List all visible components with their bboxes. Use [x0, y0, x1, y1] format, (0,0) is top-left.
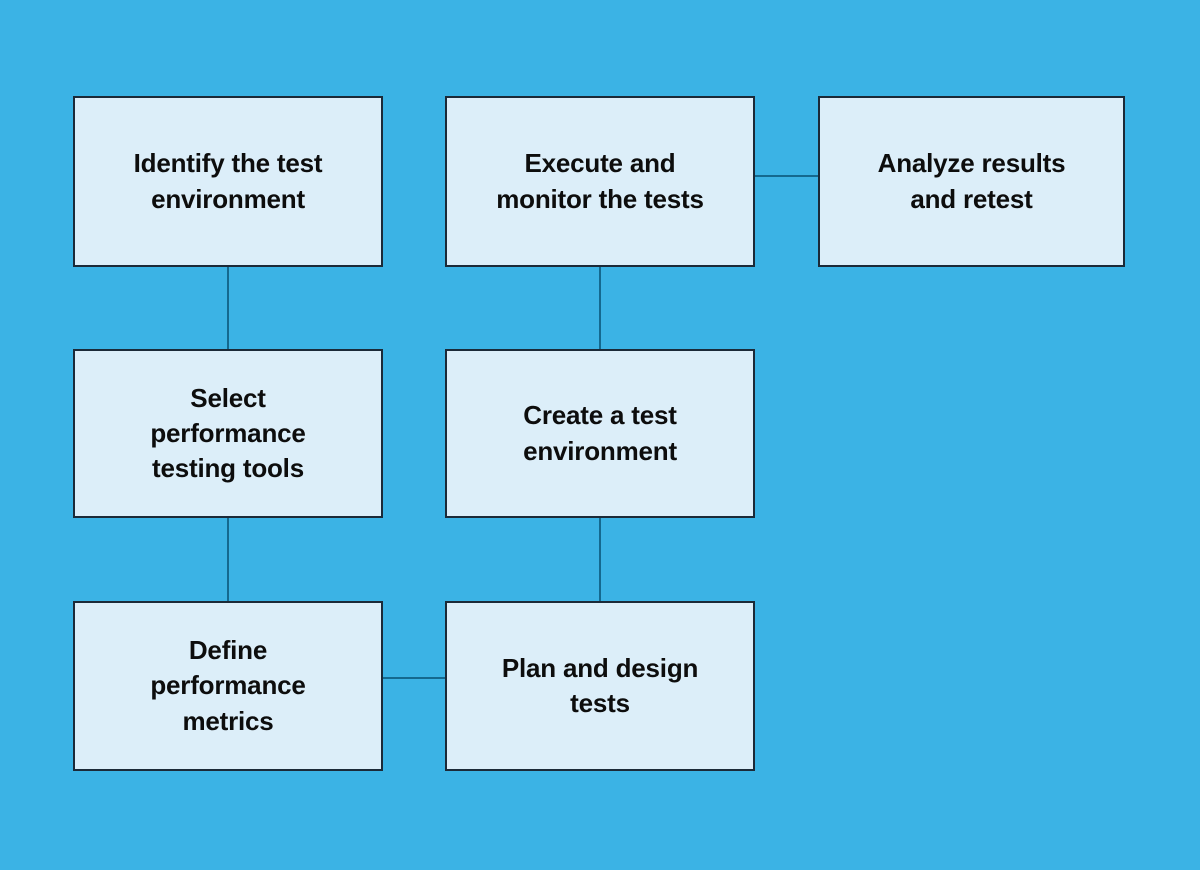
node-label-select-performance-testing-tools: Select performance testing tools — [150, 382, 306, 484]
connector-identify-to-select — [227, 265, 229, 351]
node-define-performance-metrics[interactable]: Define performance metrics — [73, 601, 383, 771]
node-label-define-performance-metrics: Define performance metrics — [150, 635, 306, 736]
node-label-identify-test-environment: Identify the test environment — [133, 148, 323, 214]
node-identify-test-environment[interactable]: Identify the test environment — [73, 96, 383, 267]
connector-define-to-plan — [381, 677, 447, 679]
node-analyze-results-retest[interactable]: Analyze results and retest — [818, 96, 1125, 267]
node-execute-monitor-tests[interactable]: Execute and monitor the tests — [445, 96, 755, 267]
connector-create-to-execute — [599, 265, 601, 351]
node-plan-design-tests[interactable]: Plan and design tests — [445, 601, 755, 771]
node-label-execute-monitor-tests: Execute and monitor the tests — [496, 148, 704, 214]
node-label-analyze-results-retest: Analyze results and retest — [877, 148, 1066, 214]
connector-select-to-define — [227, 516, 229, 603]
node-create-test-environment[interactable]: Create a test environment — [445, 349, 755, 518]
node-label-plan-design-tests: Plan and design tests — [501, 652, 699, 718]
connector-plan-to-create — [599, 516, 601, 603]
node-label-create-test-environment: Create a test environment — [523, 400, 677, 466]
connector-execute-to-analyze — [753, 175, 820, 177]
node-select-performance-testing-tools[interactable]: Select performance testing tools — [73, 349, 383, 518]
